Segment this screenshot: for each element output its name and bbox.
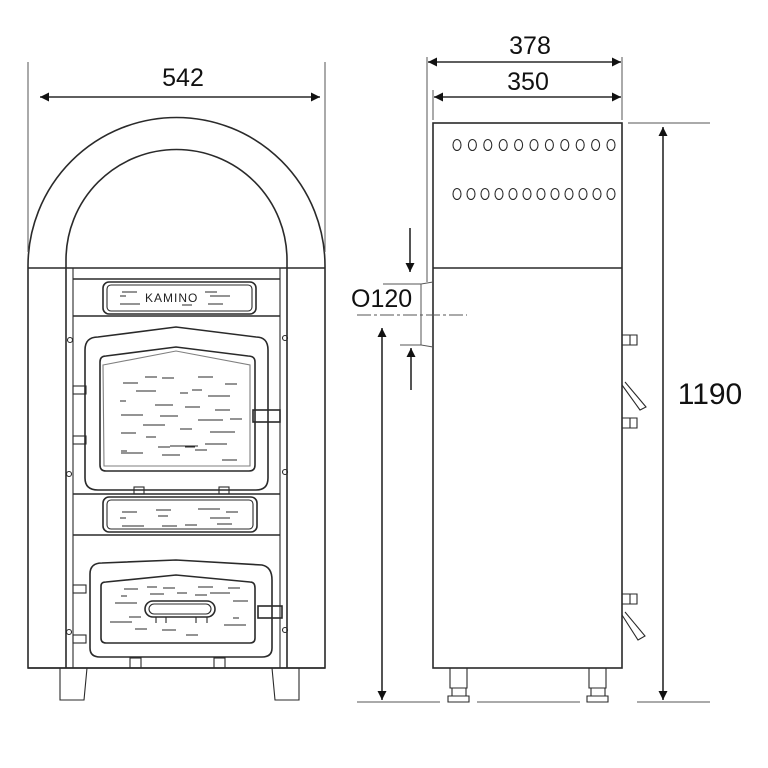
outer-depth-label: 378 [509,32,551,60]
vent-hole [483,138,493,152]
side-casing [432,122,623,669]
brand-text: KAMINO [145,291,198,305]
adjustable-foot [586,668,609,703]
side-view: O120 378 350 1190 [351,32,743,703]
vent-hole [578,187,588,201]
vent-hole [508,187,518,201]
upper-door-handle[interactable] [252,409,281,423]
vent-hole [467,138,477,152]
foot-left [59,667,88,701]
vent-hole [494,187,504,201]
inner-arch [65,148,288,268]
vent-hole [564,187,574,201]
side-lever[interactable] [621,381,647,411]
vent-hole [498,138,508,152]
vent-hole [480,187,490,201]
vent-hole [544,138,554,152]
vent-hole [550,187,560,201]
upper-firebox-door [72,326,281,495]
vent-hole [606,187,616,201]
middle-plate [102,496,258,533]
hinge [72,584,87,594]
vent-hole [529,138,539,152]
hinge [72,634,87,644]
vent-holes [452,138,616,201]
ash-door-slot [144,600,216,618]
vent-hole [592,187,602,201]
flue-diameter-label: O120 [351,285,412,313]
vent-hole [606,138,616,152]
width-dimension-label: 542 [162,64,204,92]
vent-hole [514,138,524,152]
foot-right [271,667,300,701]
inner-depth-label: 350 [507,68,549,96]
front-view: KAMINO [27,62,326,701]
vent-hole [522,187,532,201]
brand-plate: KAMINO [102,281,257,315]
hinge [72,435,87,445]
side-lever[interactable] [621,611,646,641]
height-dimension-label: 1190 [678,378,743,411]
ash-pit-door [72,559,283,669]
adjustable-foot [447,668,470,703]
vent-hole [452,187,462,201]
vent-hole [466,187,476,201]
hinge [72,385,87,395]
vent-hole [452,138,462,152]
outer-arch-casing [27,116,326,669]
vent-hole [591,138,601,152]
ash-door-handle[interactable] [257,605,283,619]
vent-hole [536,187,546,201]
vent-hole [560,138,570,152]
vent-hole [575,138,585,152]
